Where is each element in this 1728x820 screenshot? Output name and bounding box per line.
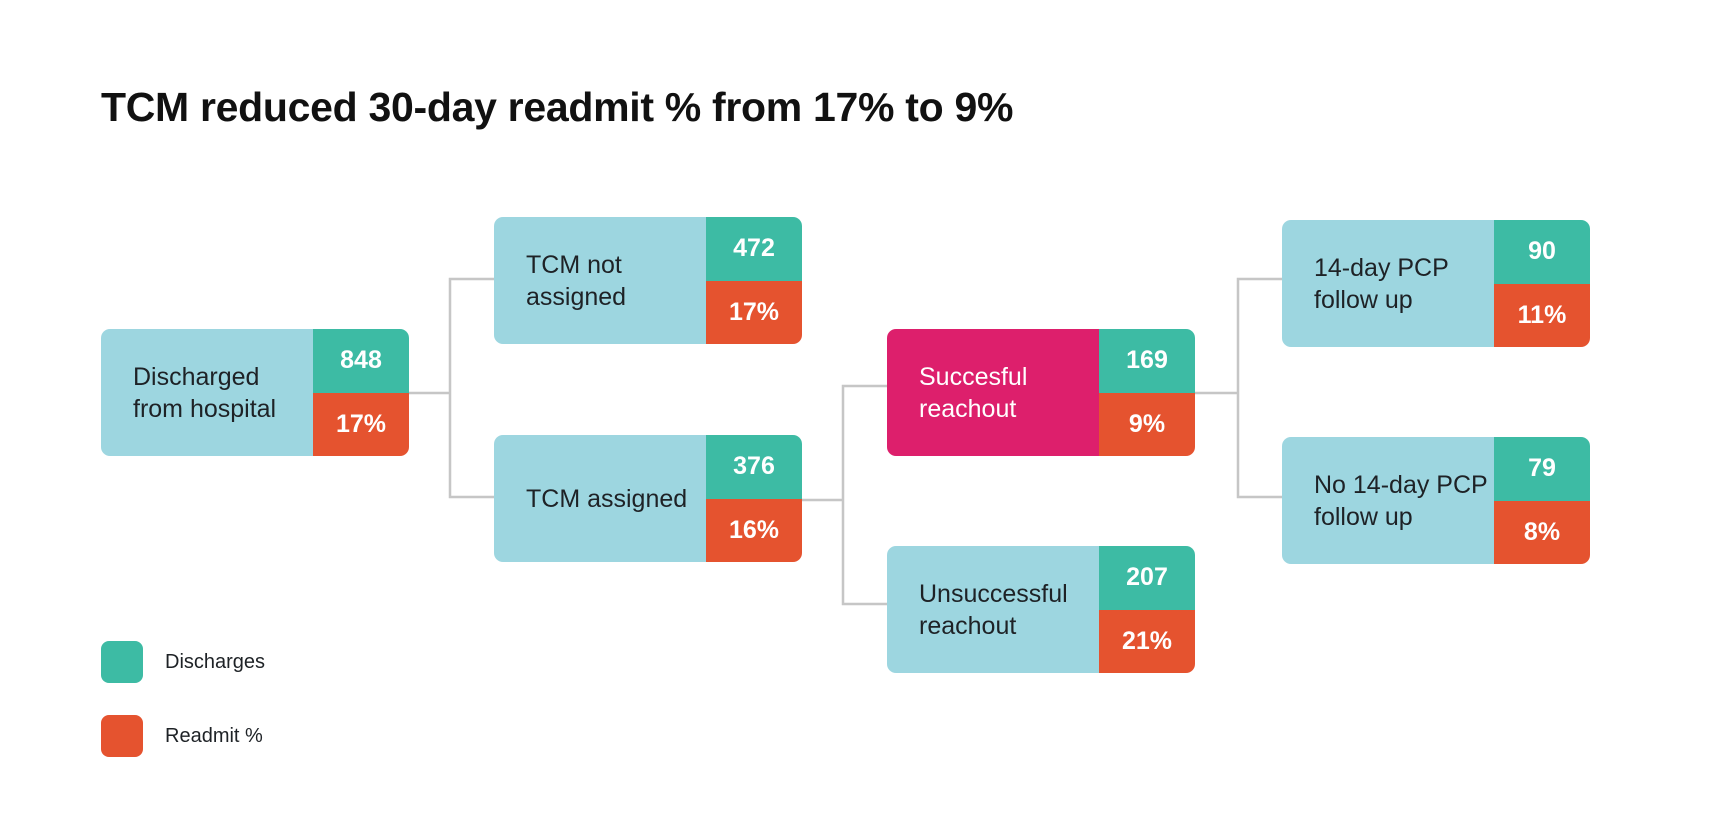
page-title: TCM reduced 30-day readmit % from 17% to… — [101, 84, 1014, 130]
readmit-value: 11% — [1494, 283, 1590, 347]
discharges-value: 79 — [1494, 437, 1590, 501]
legend-swatch-readmit — [101, 715, 143, 757]
node-label: TCM not assigned — [494, 217, 706, 344]
node-tcm-not-assigned: TCM not assigned 472 17% — [494, 217, 802, 344]
connector-successful-reachout — [1195, 277, 1282, 499]
legend-swatch-discharges — [101, 641, 143, 683]
readmit-value: 17% — [706, 280, 802, 344]
readmit-value: 21% — [1099, 609, 1195, 673]
node-label: 14-day PCP follow up — [1282, 220, 1494, 347]
node-unsuccessful-reachout: Unsuccessful reachout 207 21% — [887, 546, 1195, 673]
node-no-pcp-follow-up: No 14-day PCP follow up 79 8% — [1282, 437, 1590, 564]
node-label: Unsuccessful reachout — [887, 546, 1099, 673]
connector-root — [408, 277, 494, 499]
discharges-value: 169 — [1099, 329, 1195, 393]
node-label: No 14-day PCP follow up — [1282, 437, 1494, 564]
legend-label: Discharges — [165, 650, 266, 673]
readmit-value: 17% — [313, 392, 409, 456]
discharges-value: 207 — [1099, 546, 1195, 610]
connector-tcm-assigned — [802, 384, 887, 606]
node-label: Discharged from hospital — [101, 329, 313, 456]
node-label: TCM assigned — [494, 435, 706, 562]
node-tcm-assigned: TCM assigned 376 16% — [494, 435, 802, 562]
discharges-value: 472 — [706, 217, 802, 281]
readmit-value: 16% — [706, 498, 802, 562]
readmit-value: 9% — [1099, 392, 1195, 456]
node-pcp-follow-up: 14-day PCP follow up 90 11% — [1282, 220, 1590, 347]
node-label: Succesful reachout — [887, 329, 1099, 456]
node-discharged: Discharged from hospital 848 17% — [101, 329, 409, 456]
legend-discharges: Discharges — [101, 641, 265, 683]
discharges-value: 376 — [706, 435, 802, 499]
readmit-value: 8% — [1494, 500, 1590, 564]
discharges-value: 848 — [313, 329, 409, 393]
discharges-value: 90 — [1494, 220, 1590, 284]
node-successful-reachout: Succesful reachout 169 9% — [887, 329, 1195, 456]
legend-label: Readmit % — [165, 724, 263, 747]
legend-readmit: Readmit % — [101, 715, 263, 757]
